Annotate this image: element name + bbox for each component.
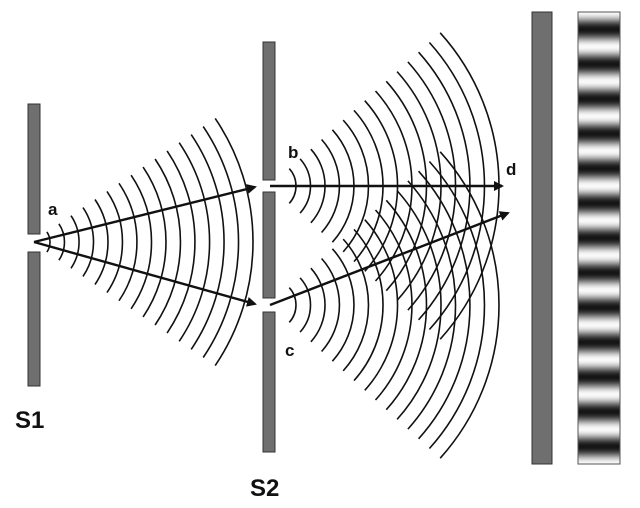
- slit-c-wavefront: [396, 190, 442, 420]
- slit-c-wavefront: [428, 160, 486, 450]
- slit-a-wavefront: [58, 223, 66, 261]
- slit-c-wavefront: [288, 287, 297, 323]
- slit-a-wavefront: [154, 158, 182, 326]
- slit-a-wavefront: [118, 182, 138, 302]
- slit-a-wavefront: [190, 134, 225, 350]
- barrier-s2: [262, 41, 276, 453]
- slit-a-wavefront: [46, 231, 51, 253]
- slit-c-wavefront: [439, 151, 500, 459]
- slit-a-wavefront: [82, 207, 95, 277]
- slit-c-wavefront: [299, 277, 312, 333]
- slit-a-wavefront: [70, 215, 80, 269]
- slit-a-wavefront: [130, 174, 153, 310]
- slit-a-wavefront: [142, 166, 167, 318]
- slit-c-wavefront: [353, 228, 384, 382]
- label-s2: S2: [250, 475, 279, 502]
- slit-a-wavefront: [166, 150, 196, 334]
- slit-c-wavefront: [374, 209, 413, 401]
- slit-c-wavefront: [418, 170, 471, 440]
- arrow-a-to-b: [33, 184, 257, 244]
- slit-c-wavefront: [310, 267, 326, 343]
- slit-a-wavefront: [214, 117, 254, 367]
- label-a: a: [48, 200, 58, 219]
- label-d: d: [506, 160, 516, 179]
- slit-c-wavefront: [385, 199, 428, 411]
- arrow-c-to-d: [269, 211, 510, 307]
- ray-arrows: [33, 181, 510, 307]
- slit-a-wavefront: [106, 190, 124, 294]
- interference-pattern: [577, 11, 621, 465]
- slit-c-wavefront: [342, 238, 370, 372]
- slit-c-wavefront: [364, 219, 399, 391]
- label-c: c: [285, 341, 294, 360]
- slit-c-wavefront: [321, 257, 341, 353]
- label-s1: S1: [15, 407, 44, 434]
- screen: [531, 11, 553, 465]
- slit-c-wavefront: [331, 248, 355, 362]
- slit-c-wavefront: [407, 180, 457, 430]
- label-b: b: [288, 143, 298, 162]
- slit-a-wavefront: [202, 126, 240, 358]
- barrier-s1: [27, 103, 41, 387]
- slit-a-wavefront: [178, 142, 211, 342]
- slit-a-wavefront: [94, 199, 109, 285]
- arrow-a-to-c: [33, 240, 257, 307]
